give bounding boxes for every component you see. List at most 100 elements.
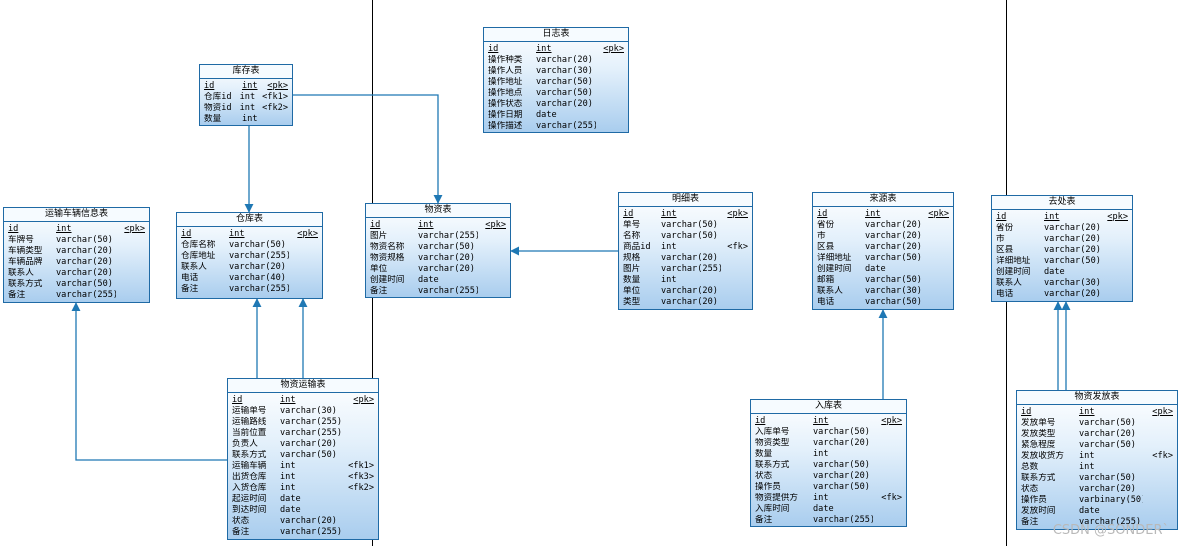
column-key bbox=[596, 121, 624, 132]
column-key bbox=[721, 264, 748, 275]
column-name: 物资提供方 bbox=[755, 493, 798, 503]
column-key bbox=[478, 242, 506, 253]
column-name: 市 bbox=[817, 231, 826, 241]
column-key bbox=[116, 257, 145, 268]
column-key bbox=[348, 527, 374, 538]
column-name: 区县 bbox=[817, 242, 835, 252]
column-type: varchar(30) bbox=[536, 66, 593, 76]
column-name: 状态 bbox=[1021, 484, 1039, 494]
column-key: <pk> bbox=[124, 224, 145, 234]
column-key bbox=[478, 275, 506, 286]
column-name: 操作日期 bbox=[488, 110, 523, 120]
column-type: int bbox=[280, 483, 296, 493]
column-name: 电话 bbox=[996, 289, 1014, 299]
column-key: <pk> bbox=[1107, 212, 1128, 222]
column-name: id bbox=[817, 209, 828, 219]
column-key bbox=[596, 88, 624, 99]
column-key bbox=[1104, 256, 1128, 267]
column-name: 运输路线 bbox=[232, 417, 267, 427]
column-name: 车辆类型 bbox=[8, 246, 43, 256]
column-type: int bbox=[56, 224, 72, 234]
column-key bbox=[596, 66, 624, 77]
column-key: <pk> bbox=[881, 416, 902, 426]
column-name: 入货仓库 bbox=[232, 483, 267, 493]
column-key bbox=[873, 471, 902, 482]
column-type: date bbox=[280, 505, 301, 515]
column-name: id bbox=[232, 395, 243, 405]
column-key bbox=[348, 439, 374, 450]
column-type: varchar(255) bbox=[280, 428, 343, 438]
entity-title: 物资发放表 bbox=[1017, 391, 1177, 405]
entity-title: 入库表 bbox=[751, 400, 906, 414]
column-key: <fk3> bbox=[348, 472, 374, 482]
column-key bbox=[873, 515, 902, 526]
column-key bbox=[348, 505, 374, 516]
column-key bbox=[925, 275, 949, 286]
column-name: 状态 bbox=[232, 516, 250, 526]
column-key bbox=[348, 417, 374, 428]
column-key bbox=[289, 284, 318, 295]
column-name: 操作种类 bbox=[488, 55, 523, 65]
column-name: 图片 bbox=[370, 231, 388, 241]
column-name: 类型 bbox=[623, 297, 641, 307]
column-name: 备注 bbox=[755, 515, 773, 525]
column-type: varchar(50) bbox=[813, 427, 870, 437]
column-name: 图片 bbox=[623, 264, 641, 274]
column-type: varchar(255) bbox=[661, 264, 721, 274]
column-type: varchar(255) bbox=[536, 121, 596, 131]
column-key bbox=[116, 235, 145, 246]
column-key bbox=[925, 231, 949, 242]
column-key bbox=[721, 297, 748, 308]
column-key bbox=[289, 240, 318, 251]
column-key: <pk> bbox=[485, 220, 506, 230]
column-type: int bbox=[280, 461, 296, 471]
column-type: varchar(30) bbox=[865, 286, 922, 296]
column-type: int bbox=[239, 92, 256, 102]
column-type: varchar(20) bbox=[865, 220, 922, 230]
column-type: int bbox=[865, 209, 881, 219]
column-key bbox=[721, 286, 748, 297]
column-key bbox=[348, 516, 374, 527]
column-name: 电话 bbox=[817, 297, 835, 307]
column-type: varchar(20) bbox=[280, 439, 337, 449]
column-name: 商品id bbox=[623, 242, 651, 252]
column-type: int bbox=[242, 114, 258, 124]
column-key bbox=[721, 220, 748, 231]
column-key bbox=[1143, 506, 1173, 517]
